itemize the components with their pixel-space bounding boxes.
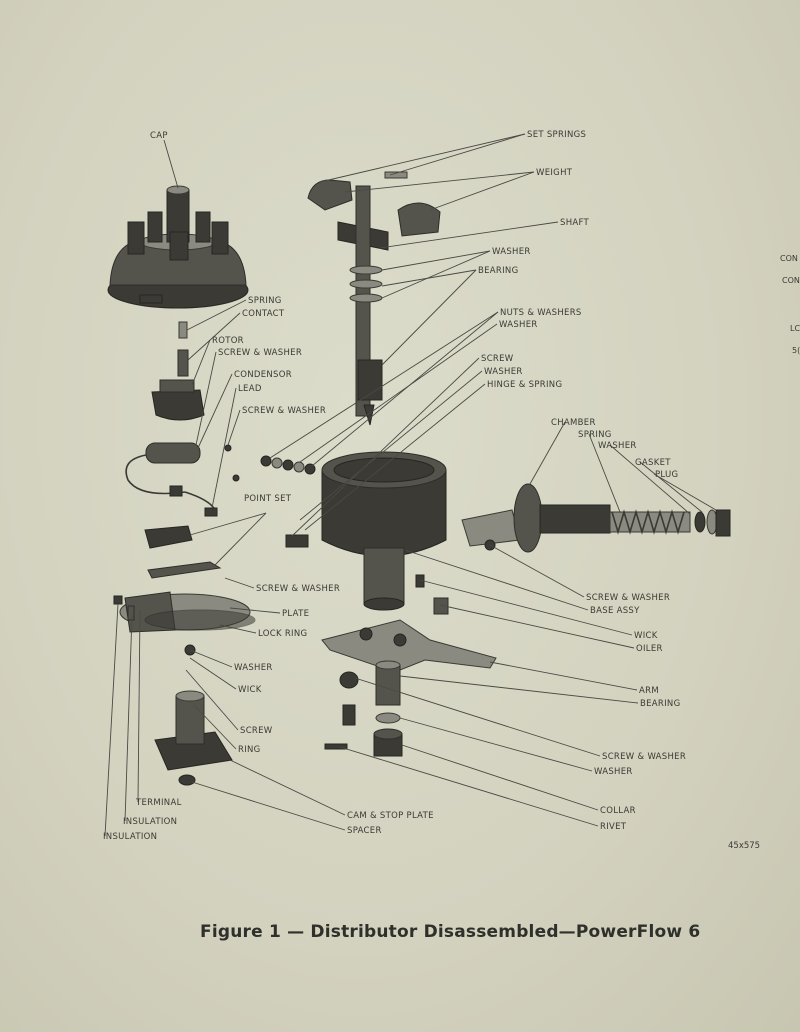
label-chamber: CHAMBER (551, 418, 596, 428)
label-screw-2: SCREW (240, 726, 273, 736)
label-washer-5: WASHER (234, 663, 273, 673)
label-arm: ARM (639, 686, 659, 696)
label-screw-washer-5: SCREW & WASHER (602, 752, 686, 762)
label-plate: PLATE (282, 609, 309, 619)
label-point-set: POINT SET (244, 494, 292, 504)
cam-stop-plate-illustration (154, 690, 233, 786)
label-washer-6: WASHER (594, 767, 633, 777)
label-shaft: SHAFT (560, 218, 590, 228)
edge-text-fragment: CON (780, 254, 798, 263)
spring-contact-illustration (177, 321, 189, 377)
label-lead: LEAD (238, 384, 262, 394)
edge-text-fragment: LC (790, 324, 800, 333)
figure-caption: Figure 1 — Distributor Disassembled—Powe… (200, 922, 701, 942)
label-bearing-2: BEARING (640, 699, 680, 709)
arm-illustration (321, 619, 497, 673)
label-cam-stop-plate: CAM & STOP PLATE (347, 811, 434, 821)
label-rivet: RIVET (600, 822, 627, 832)
label-washer-1: WASHER (492, 247, 531, 257)
label-washer-4: WASHER (598, 441, 637, 451)
label-set-springs: SET SPRINGS (527, 130, 586, 140)
label-washer-3: WASHER (484, 367, 523, 377)
label-collar: COLLAR (600, 806, 636, 816)
edge-text-fragment: CON (782, 276, 800, 285)
label-wick-2: WICK (238, 685, 262, 695)
label-wick-1: WICK (634, 631, 658, 641)
label-spacer: SPACER (347, 826, 382, 836)
leader-lines (104, 133, 717, 837)
label-condensor: CONDENSOR (234, 370, 292, 380)
label-insulation-2: INSULATION (103, 832, 157, 842)
label-screw-1: SCREW (481, 354, 514, 364)
label-screw-washer-4: SCREW & WASHER (586, 593, 670, 603)
cap-illustration (107, 185, 249, 309)
label-nuts-washers: NUTS & WASHERS (500, 308, 582, 318)
label-contact: CONTACT (242, 309, 285, 319)
label-weight: WEIGHT (536, 168, 573, 178)
part-labels: CAP SET SPRINGS WEIGHT SHAFT WASHER BEARING SP… (103, 130, 686, 842)
label-oiler: OILER (636, 644, 663, 654)
label-terminal: TERMINAL (135, 798, 182, 808)
label-lock-ring: LOCK RING (258, 629, 307, 639)
figure-code: 45x575 (728, 841, 761, 851)
lower-small-parts-illustration (324, 660, 403, 757)
nuts-washers-illustration (260, 455, 316, 475)
weights-illustration (307, 171, 441, 237)
label-gasket: GASKET (635, 458, 671, 468)
label-washer-2: WASHER (499, 320, 538, 330)
label-bearing-1: BEARING (478, 266, 518, 276)
point-set-illustration (144, 444, 240, 579)
label-screw-washer-1: SCREW & WASHER (218, 348, 302, 358)
oiler-illustration (415, 574, 449, 615)
label-spring-1: SPRING (248, 296, 282, 306)
label-ring: RING (238, 745, 261, 755)
edge-text-fragment: 5( (792, 346, 800, 355)
label-base-assy: BASE ASSY (590, 606, 640, 616)
label-screw-washer-2: SCREW & WASHER (242, 406, 326, 416)
shaft-illustration (337, 185, 389, 426)
label-plug: PLUG (655, 470, 678, 480)
condensor-illustration (125, 442, 218, 517)
label-screw-washer-3: SCREW & WASHER (256, 584, 340, 594)
label-cap: CAP (150, 131, 168, 141)
vacuum-chamber-illustration (461, 483, 731, 553)
label-hinge-spring: HINGE & SPRING (487, 380, 562, 390)
rotor-illustration (151, 379, 205, 421)
label-rotor: ROTOR (212, 336, 244, 346)
label-insulation-1: INSULATION (123, 817, 177, 827)
plate-illustration (119, 591, 256, 656)
label-spring-2: SPRING (578, 430, 612, 440)
